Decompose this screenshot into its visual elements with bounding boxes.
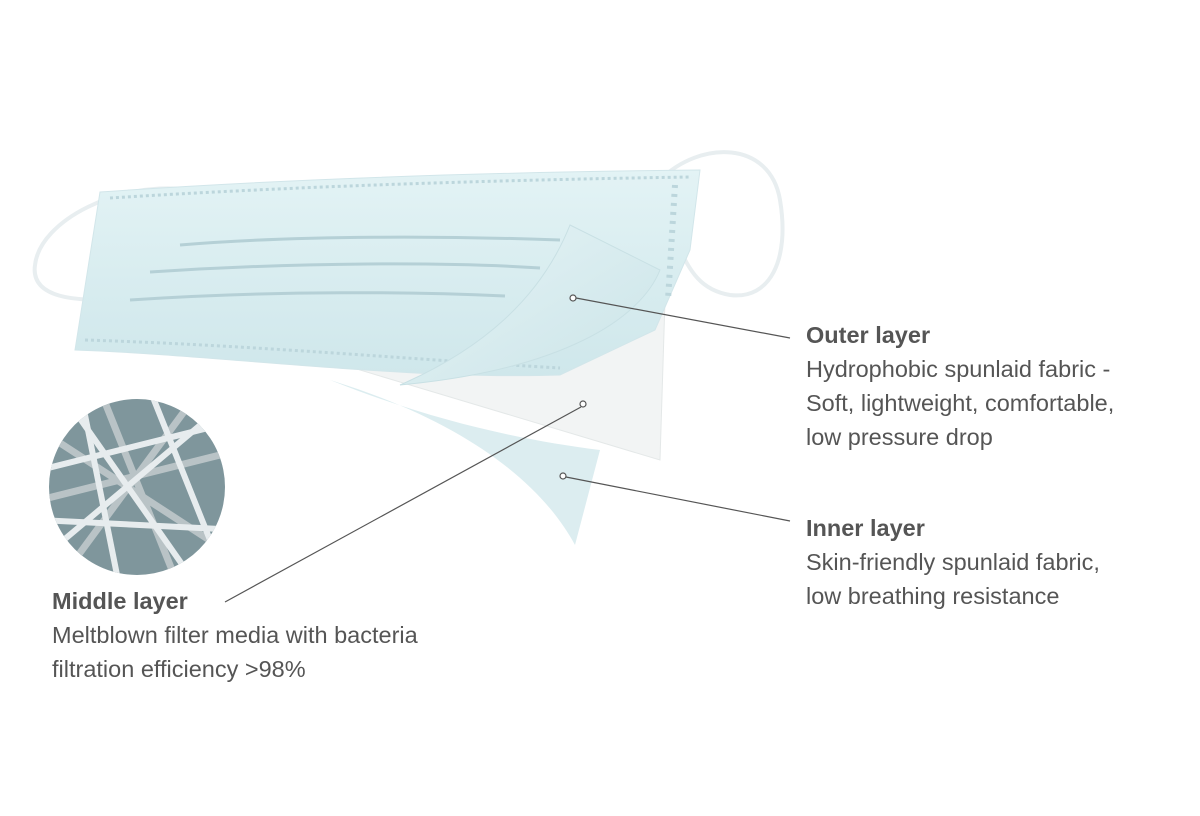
- inner-layer-label: Inner layer Skin-friendly spunlaid fabri…: [806, 511, 1100, 613]
- inner-layer-title: Inner layer: [806, 515, 925, 541]
- middle-layer-desc: Meltblown filter media with bacteria: [52, 622, 418, 648]
- outer-leader-dot: [569, 294, 577, 302]
- right-ear-loop: [658, 150, 785, 298]
- inner-layer-desc: Skin-friendly spunlaid fabric,: [806, 549, 1100, 575]
- inner-leader-line: [565, 476, 791, 522]
- pleat: [129, 291, 506, 302]
- inner-leader-dot: [559, 472, 567, 480]
- middle-leader-line: [224, 406, 582, 603]
- outer-layer-desc: low pressure drop: [806, 424, 993, 450]
- middle-leader-dot: [579, 400, 587, 408]
- middle-layer-title: Middle layer: [52, 588, 188, 614]
- outer-layer-label: Outer layer Hydrophobic spunlaid fabric …: [806, 318, 1114, 454]
- inner-layer-desc: low breathing resistance: [806, 583, 1060, 609]
- outer-leader-line: [575, 297, 791, 339]
- outer-layer-title: Outer layer: [806, 322, 931, 348]
- outer-layer-flap: [399, 224, 661, 386]
- pleat: [149, 262, 541, 274]
- outer-layer-desc: Soft, lightweight, comfortable,: [806, 390, 1115, 416]
- outer-layer-desc: Hydrophobic spunlaid fabric -: [806, 356, 1111, 382]
- pleat: [179, 235, 561, 247]
- middle-layer-desc: filtration efficiency >98%: [52, 656, 306, 682]
- meltblown-fiber-magnified: [49, 399, 225, 575]
- middle-layer-label: Middle layer Meltblown filter media with…: [52, 584, 418, 686]
- inner-layer: [330, 380, 600, 545]
